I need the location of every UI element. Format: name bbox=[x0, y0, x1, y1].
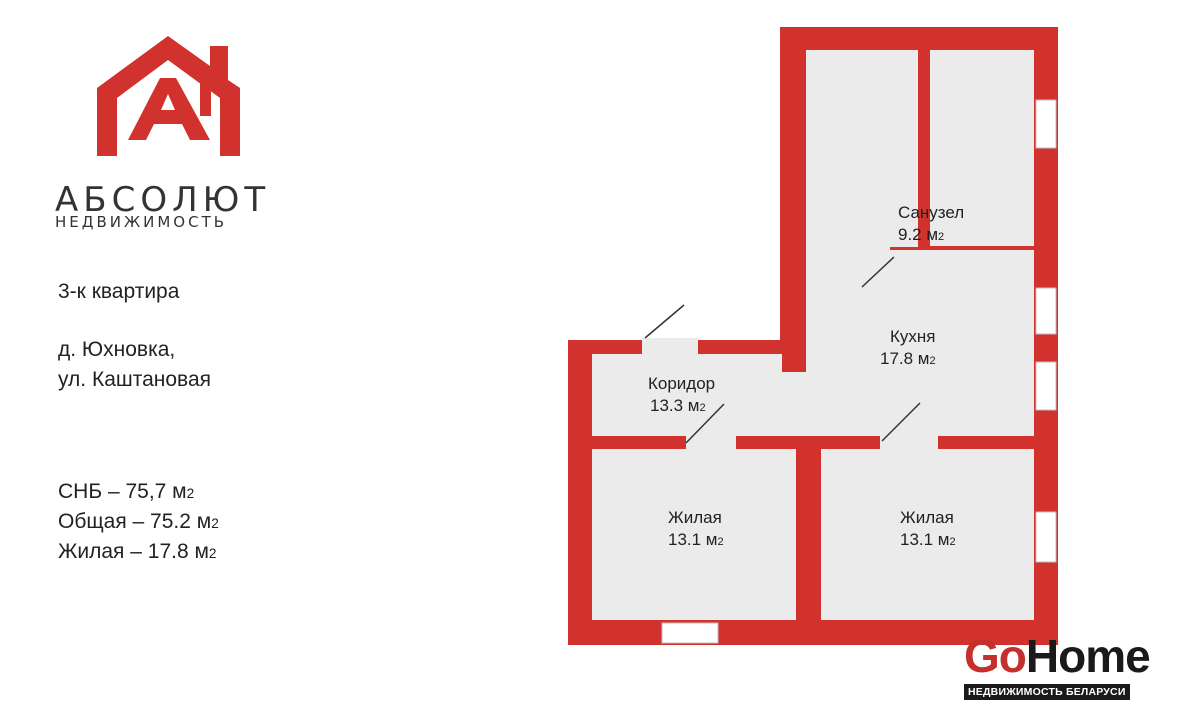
room-label-kitchen: Кухня bbox=[890, 327, 936, 346]
room-label-sanuzel: Санузел bbox=[898, 203, 964, 222]
absolut-logo-icon bbox=[97, 36, 240, 156]
area-living: Жилая – 17.8 м2 bbox=[58, 540, 217, 563]
address-line2: ул. Каштановая bbox=[58, 368, 212, 391]
brand-subtitle: НЕДВИЖИМОСТЬ bbox=[55, 213, 228, 231]
floor-plan-windows bbox=[661, 99, 1057, 644]
address-line1: д. Юхновка, bbox=[58, 338, 176, 361]
room-area-corridor: 13.3 м2 bbox=[650, 396, 706, 415]
gohome-logo-text: GoHome bbox=[964, 630, 1151, 682]
room-label-corridor: Коридор bbox=[648, 374, 715, 393]
floor-plan-floors bbox=[592, 50, 1034, 620]
room-area-kitchen: 17.8 м2 bbox=[880, 349, 936, 368]
gohome-watermark: GoHome НЕДВИЖИМОСТЬ БЕЛАРУСИ bbox=[964, 632, 1158, 700]
listing-type: 3-к квартира bbox=[58, 280, 180, 303]
floor-plan-doors bbox=[644, 256, 921, 444]
area-total: Общая – 75.2 м2 bbox=[58, 510, 219, 533]
gohome-tagline: НЕДВИЖИМОСТЬ БЕЛАРУСИ bbox=[964, 684, 1130, 700]
brand-name: АБСОЛЮТ bbox=[55, 180, 271, 220]
room-area-living-2: 13.1 м2 bbox=[900, 530, 956, 549]
room-label-living-1: Жилая bbox=[668, 508, 722, 527]
room-area-living-1: 13.1 м2 bbox=[668, 530, 724, 549]
area-snb: СНБ – 75,7 м2 bbox=[58, 480, 195, 503]
room-label-living-2: Жилая bbox=[900, 508, 954, 527]
room-area-sanuzel: 9.2 м2 bbox=[898, 225, 944, 244]
